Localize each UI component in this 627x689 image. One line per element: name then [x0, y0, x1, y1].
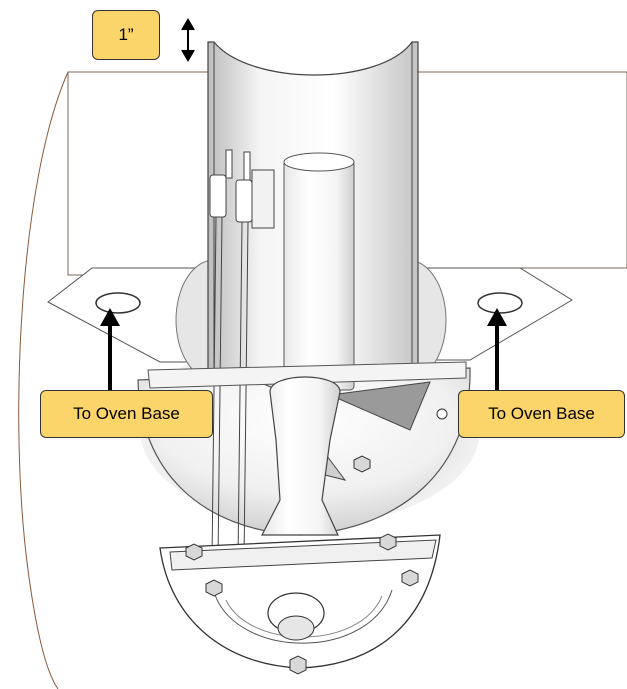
left-oven-base-callout: To Oven Base [40, 390, 213, 438]
arrow-up-icon [100, 308, 120, 390]
left-bolt-slot [95, 292, 141, 314]
right-oven-base-callout: To Oven Base [458, 390, 625, 438]
venturi-nozzle [261, 376, 341, 536]
right-top-block [411, 71, 627, 269]
igniter-assembly [209, 149, 275, 561]
arrow-up-icon [487, 308, 507, 390]
double-arrow-icon [181, 18, 195, 62]
oven-edge-curve [18, 71, 69, 689]
right-bolt-slot [477, 292, 523, 314]
disc-hole [436, 408, 448, 420]
dimension-label: 1” [92, 10, 160, 60]
hex-nuts [185, 455, 419, 675]
left-top-block [67, 71, 211, 276]
rail-bar [147, 361, 467, 389]
burner-tube [283, 159, 355, 391]
